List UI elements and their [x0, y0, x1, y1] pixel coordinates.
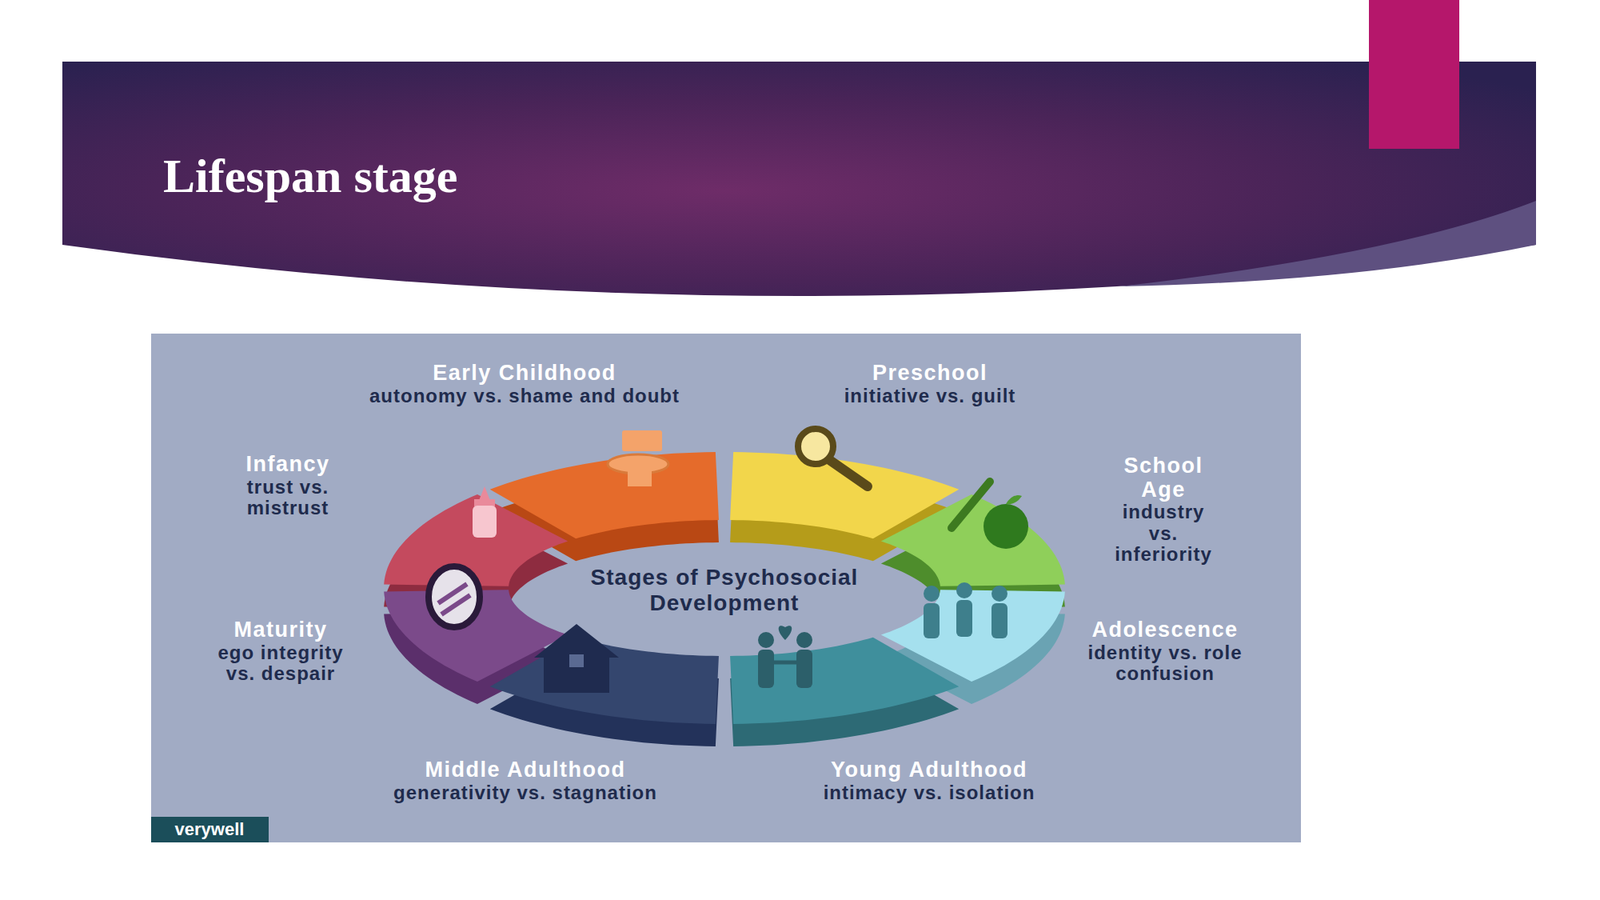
pencil-apple-icon: [951, 481, 990, 528]
peers-icon: [956, 599, 973, 637]
brand-logo: verywell: [175, 818, 245, 840]
stage-label: Middle Adulthoodgenerativity vs. stagnat…: [393, 758, 658, 803]
stage-name: Young Adulthood: [823, 758, 1036, 783]
stage-icons: [428, 428, 1029, 693]
stage-label: Maturityego integrity vs. despair: [204, 618, 357, 684]
stage-name: Infancy: [235, 452, 340, 477]
pencil-apple-icon: [1005, 494, 1022, 504]
mirror-icon: [428, 566, 480, 627]
stage-name: Preschool: [844, 361, 1017, 386]
magnifier-icon: [828, 458, 868, 487]
peers-icon: [991, 585, 1008, 602]
magnifier-icon: [798, 428, 868, 487]
bottle-icon: [474, 498, 495, 507]
stage-conflict: trust vs. mistrust: [235, 476, 340, 519]
couple-icon: [758, 631, 775, 648]
ring-segment: [383, 494, 568, 587]
stage-conflict: identity vs. role confusion: [1085, 642, 1245, 685]
stage-label: Adolescenceidentity vs. role confusion: [1085, 618, 1245, 684]
couple-icon: [796, 649, 813, 688]
house-icon: [534, 623, 619, 693]
toilet-icon: [622, 430, 663, 451]
bottle-icon: [472, 505, 497, 538]
center-title: Stages of Psychosocial Development: [548, 564, 901, 616]
ring-segment: [730, 637, 959, 724]
stage-name: Middle Adulthood: [393, 758, 658, 783]
pencil-apple-icon: [951, 481, 1029, 549]
image-panel: [151, 333, 1301, 842]
couple-icon: [772, 660, 799, 665]
stage-conflict: initiative vs. guilt: [844, 385, 1017, 407]
accent-bar: [1368, 0, 1460, 149]
house-icon: [569, 654, 584, 667]
peers-icon: [923, 585, 940, 602]
pencil-apple-icon: [983, 503, 1029, 549]
stage-conflict: autonomy vs. shame and doubt: [369, 385, 680, 407]
stage-label: Preschoolinitiative vs. guilt: [844, 361, 1017, 407]
stage-name: Early Childhood: [369, 361, 680, 386]
peers-icon: [923, 602, 940, 639]
peers-icon: [991, 602, 1008, 639]
couple-icon: [758, 649, 775, 688]
mirror-icon: [428, 566, 480, 627]
stage-label: Infancytrust vs. mistrust: [235, 452, 340, 519]
toilet-icon: [607, 430, 669, 487]
stage-conflict: industry vs. inferiority: [1107, 501, 1220, 565]
header-band: [1119, 200, 1537, 287]
stage-conflict: ego integrity vs. despair: [204, 642, 357, 685]
slide-title: Lifespan stage: [163, 148, 458, 204]
stage-conflict: generativity vs. stagnation: [393, 782, 658, 803]
logo-box: [151, 816, 269, 842]
stage-name: Adolescence: [1085, 618, 1245, 643]
mirror-icon: [441, 594, 471, 615]
house-icon: [534, 623, 619, 693]
stage-name: School Age: [1107, 454, 1220, 502]
couple-icon: [778, 625, 793, 640]
magnifier-icon: [798, 428, 834, 464]
toilet-icon: [627, 466, 652, 487]
stage-label: School Ageindustry vs. inferiority: [1107, 454, 1220, 566]
stage-conflict: intimacy vs. isolation: [823, 782, 1036, 803]
bottle-icon: [472, 486, 497, 538]
couple-icon: [796, 631, 813, 648]
ring-segments: [383, 451, 1066, 747]
ring-segment: [730, 637, 959, 747]
stage-label: Young Adulthoodintimacy vs. isolation: [823, 758, 1036, 803]
stage-label: Early Childhoodautonomy vs. shame and do…: [369, 361, 680, 407]
couple-icon: [758, 625, 813, 688]
header-band: [62, 61, 1537, 296]
peers-icon: [923, 582, 1008, 639]
peers-icon: [956, 582, 973, 599]
stage-name: Maturity: [204, 618, 357, 643]
header-band: [62, 61, 1537, 296]
